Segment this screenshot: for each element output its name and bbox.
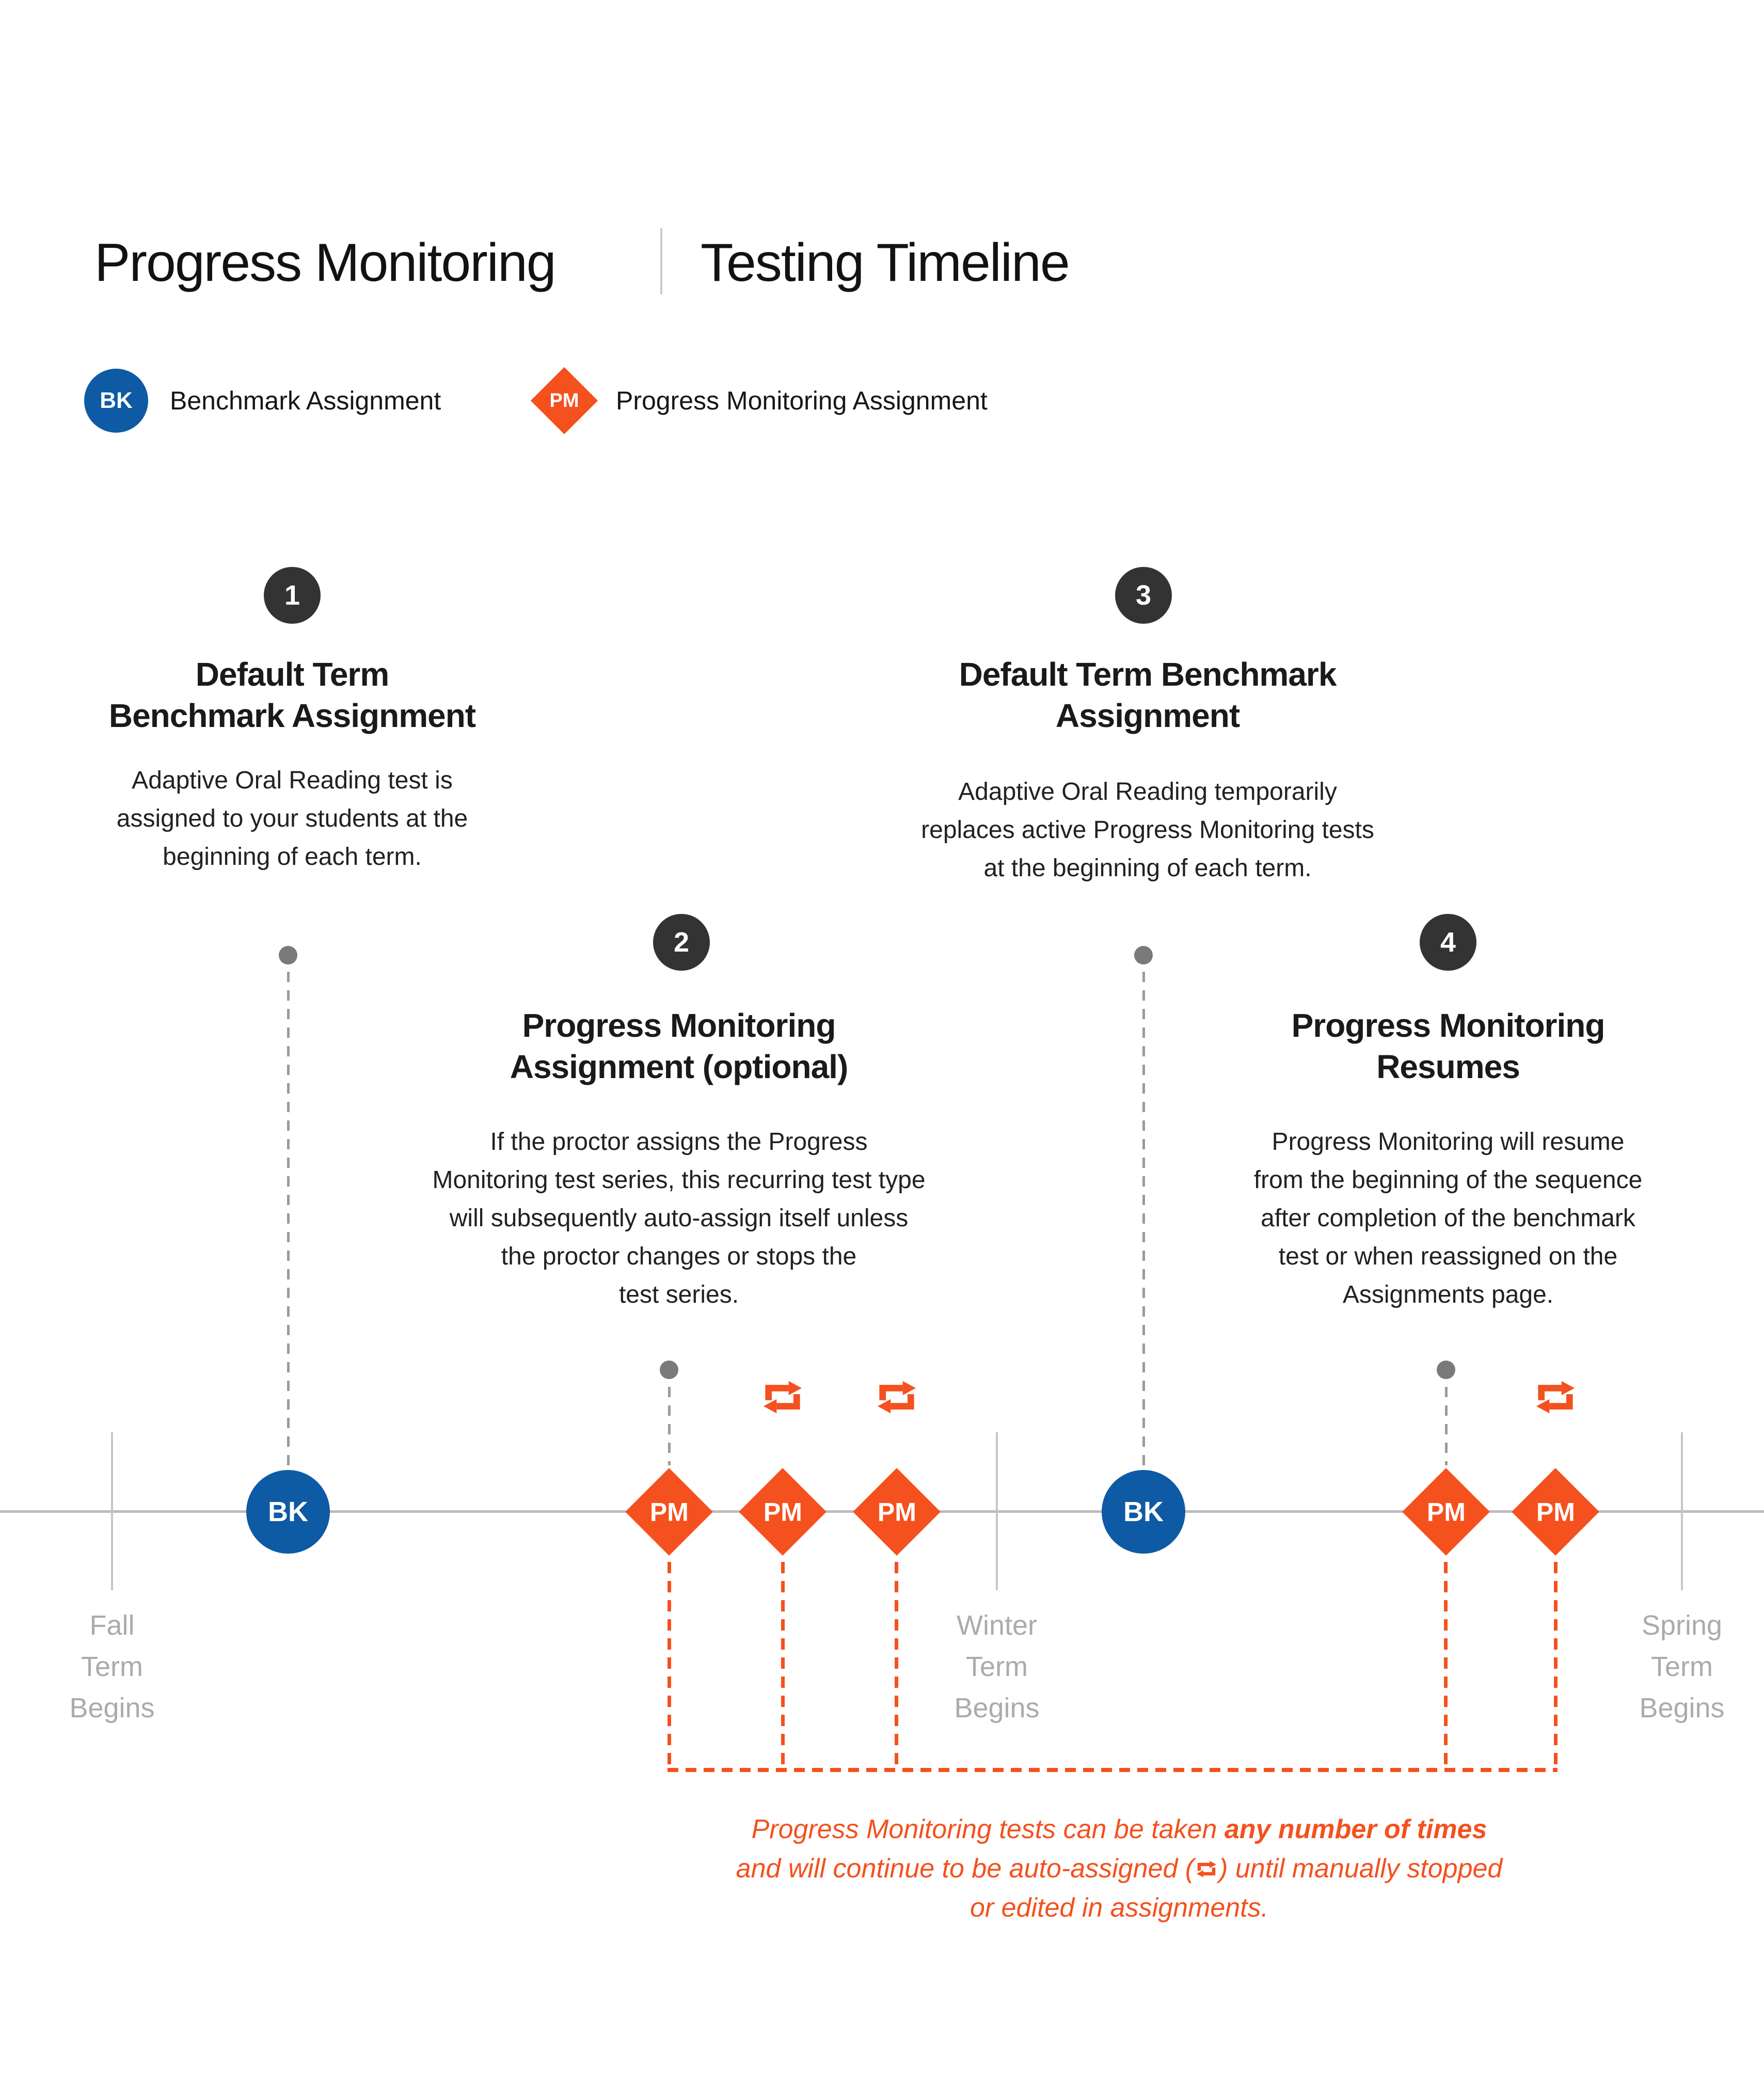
step-1-badge: 1 <box>264 567 321 624</box>
term-label-winter: Winter Term Begins <box>954 1610 1040 1724</box>
marker-label: PM <box>1536 1497 1575 1526</box>
marker-label: PM <box>763 1497 802 1526</box>
pm-bracket-line <box>668 1768 1558 1772</box>
step-1-heading: Default Term Benchmark Assignment <box>108 656 476 734</box>
connector-dash-step3 <box>1142 972 1145 1467</box>
page-title-right: Testing Timeline <box>701 233 1070 293</box>
bk-marker-fall: BK <box>246 1470 330 1554</box>
step-1-number: 1 <box>284 580 300 611</box>
pm-marker-3: PM <box>853 1468 941 1556</box>
connector-dash-step2 <box>668 1387 671 1465</box>
repeat-icon-1 <box>763 1381 802 1414</box>
legend-pm-label: PM <box>549 389 579 412</box>
pm-marker-1: PM <box>625 1468 713 1556</box>
pm-drop-line-4 <box>1444 1562 1448 1768</box>
connector-dash-step1 <box>287 972 290 1467</box>
term-tick-winter <box>996 1432 998 1590</box>
step-4-badge: 4 <box>1420 914 1476 971</box>
footnote: Progress Monitoring tests can be taken a… <box>603 1810 1635 1927</box>
legend-bk-label: BK <box>100 388 133 413</box>
pm-marker-5: PM <box>1512 1468 1599 1556</box>
step-4-number: 4 <box>1440 927 1456 958</box>
pm-marker-2: PM <box>739 1468 827 1556</box>
footnote-line-2: and will continue to be auto-assigned ()… <box>603 1849 1635 1888</box>
connector-dash-step4 <box>1445 1387 1448 1465</box>
step-3-badge: 3 <box>1115 567 1172 624</box>
connector-dot-step2 <box>660 1361 678 1379</box>
connector-dot-step3 <box>1134 946 1153 965</box>
marker-label: BK <box>1123 1496 1164 1527</box>
repeat-icon-3 <box>1536 1381 1575 1414</box>
bk-marker-winter: BK <box>1102 1470 1185 1554</box>
marker-label: PM <box>649 1497 689 1526</box>
footnote-line-2-post: ) until manually stopped <box>1219 1854 1503 1884</box>
step-3-heading: Default Term Benchmark Assignment <box>959 656 1337 734</box>
bk-badge-icon: BK <box>84 369 148 433</box>
pm-drop-line-5 <box>1554 1562 1558 1768</box>
step-2-heading: Progress Monitoring Assignment (optional… <box>510 1007 849 1085</box>
title-divider <box>660 228 662 294</box>
repeat-icon-2 <box>877 1381 916 1414</box>
marker-label: PM <box>877 1497 916 1526</box>
step-3-body: Adaptive Oral Reading temporarily replac… <box>921 778 1374 882</box>
legend-benchmark-text: Benchmark Assignment <box>170 386 441 415</box>
term-tick-fall <box>111 1432 113 1590</box>
step-3-number: 3 <box>1135 580 1152 611</box>
step-2-number: 2 <box>673 927 690 958</box>
connector-dot-step1 <box>279 946 297 965</box>
legend-item-benchmark: BK Benchmark Assignment <box>84 369 441 433</box>
term-tick-spring <box>1681 1432 1683 1590</box>
pm-drop-line-2 <box>781 1562 785 1768</box>
pm-marker-4: PM <box>1402 1468 1490 1556</box>
step-1-body: Adaptive Oral Reading test is assigned t… <box>116 767 468 871</box>
term-label-spring: Spring Term Begins <box>1639 1610 1725 1724</box>
legend-item-progress-monitoring: PM Progress Monitoring Assignment <box>530 367 988 435</box>
pm-badge-icon: PM <box>530 367 598 435</box>
step-2-body: If the proctor assigns the Progress Moni… <box>432 1128 926 1308</box>
step-2-badge: 2 <box>653 914 710 971</box>
pm-drop-line-3 <box>895 1562 898 1768</box>
step-4-heading: Progress Monitoring Resumes <box>1291 1007 1606 1085</box>
footnote-line-3: or edited in assignments. <box>970 1893 1269 1923</box>
marker-label: BK <box>268 1496 308 1527</box>
pm-drop-line-1 <box>668 1562 671 1768</box>
legend-pm-text: Progress Monitoring Assignment <box>616 386 988 415</box>
term-label-fall: Fall Term Begins <box>69 1610 155 1724</box>
footnote-line-2-pre: and will continue to be auto-assigned ( <box>736 1854 1195 1884</box>
marker-label: PM <box>1426 1497 1466 1526</box>
repeat-icon-inline <box>1197 1861 1217 1877</box>
footnote-line-1-text: Progress Monitoring tests can be taken <box>751 1814 1225 1844</box>
page-title-left: Progress Monitoring <box>94 233 557 293</box>
footnote-line-1-bold: any number of times <box>1224 1814 1487 1844</box>
footnote-line-1: Progress Monitoring tests can be taken a… <box>603 1810 1635 1849</box>
connector-dot-step4 <box>1437 1361 1455 1379</box>
step-4-body: Progress Monitoring will resume from the… <box>1253 1128 1643 1308</box>
